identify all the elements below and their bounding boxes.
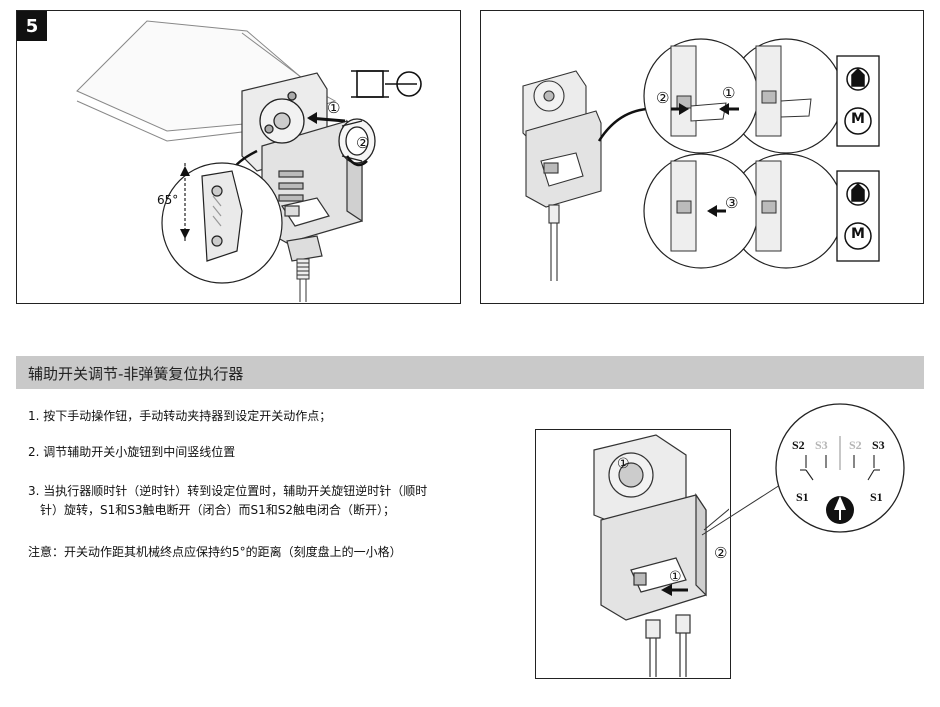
section-title: 辅助开关调节-非弹簧复位执行器 — [28, 365, 244, 383]
motor-mode-icon: M — [851, 111, 865, 127]
manual-override-illustration — [522, 38, 880, 281]
aux-switch-illustration-panel: ① ① — [535, 429, 731, 679]
motor-mode-icon-lower: M — [851, 226, 865, 242]
instruction-step-2: 2. 调节辅助开关小旋钮到中间竖线位置 — [28, 445, 236, 459]
switch-label-s2-left: S2 — [792, 438, 805, 452]
rotation-angle-label: 65° — [157, 193, 179, 207]
actuator-clamp-illustration — [76, 20, 422, 302]
switch-label-s3-right: S3 — [872, 438, 885, 452]
switch-label-s3-faded: S3 — [815, 438, 828, 452]
note-text: 注意：开关动作距其机械终点应保持约5°的距离（刻度盘上的一小格） — [28, 545, 402, 559]
instruction-step-3-cont: 针）旋转，S1和S3触电断开（闭合）而S1和S2触电闭合（断开）； — [40, 503, 396, 517]
figure-5-panel: 5 — [16, 10, 461, 304]
aux-switch-actuator-illustration — [593, 434, 729, 677]
callout-1: ① — [327, 99, 341, 117]
instruction-step-1: 1. 按下手动操作钮，手动转动夹持器到设定开关动作点； — [28, 409, 332, 423]
step-number-badge: 5 — [17, 11, 47, 41]
instruction-step-3: 3. 当执行器顺时针（逆时针）转到设定位置时，辅助开关旋钮逆时针（顺时 — [28, 484, 428, 498]
callout-1-button: ① — [669, 569, 682, 585]
switch-label-s2-faded: S2 — [849, 438, 862, 452]
callout-1: ① — [722, 84, 736, 102]
callout-2-switch: ② — [714, 544, 728, 562]
hand-mode-icon — [837, 56, 879, 101]
callout-3: ③ — [725, 194, 739, 212]
callout-2: ② — [356, 134, 370, 152]
callout-1-knob: ① — [617, 456, 630, 472]
switch-label-s1-left: S1 — [796, 490, 809, 504]
switch-label-s1-right: S1 — [870, 490, 883, 504]
manual-override-panel: M M ② ① ③ — [480, 10, 924, 304]
hand-mode-icon-lower — [837, 171, 879, 216]
callout-2: ② — [656, 89, 670, 107]
section-banner: 辅助开关调节-非弹簧复位执行器 — [16, 356, 924, 389]
